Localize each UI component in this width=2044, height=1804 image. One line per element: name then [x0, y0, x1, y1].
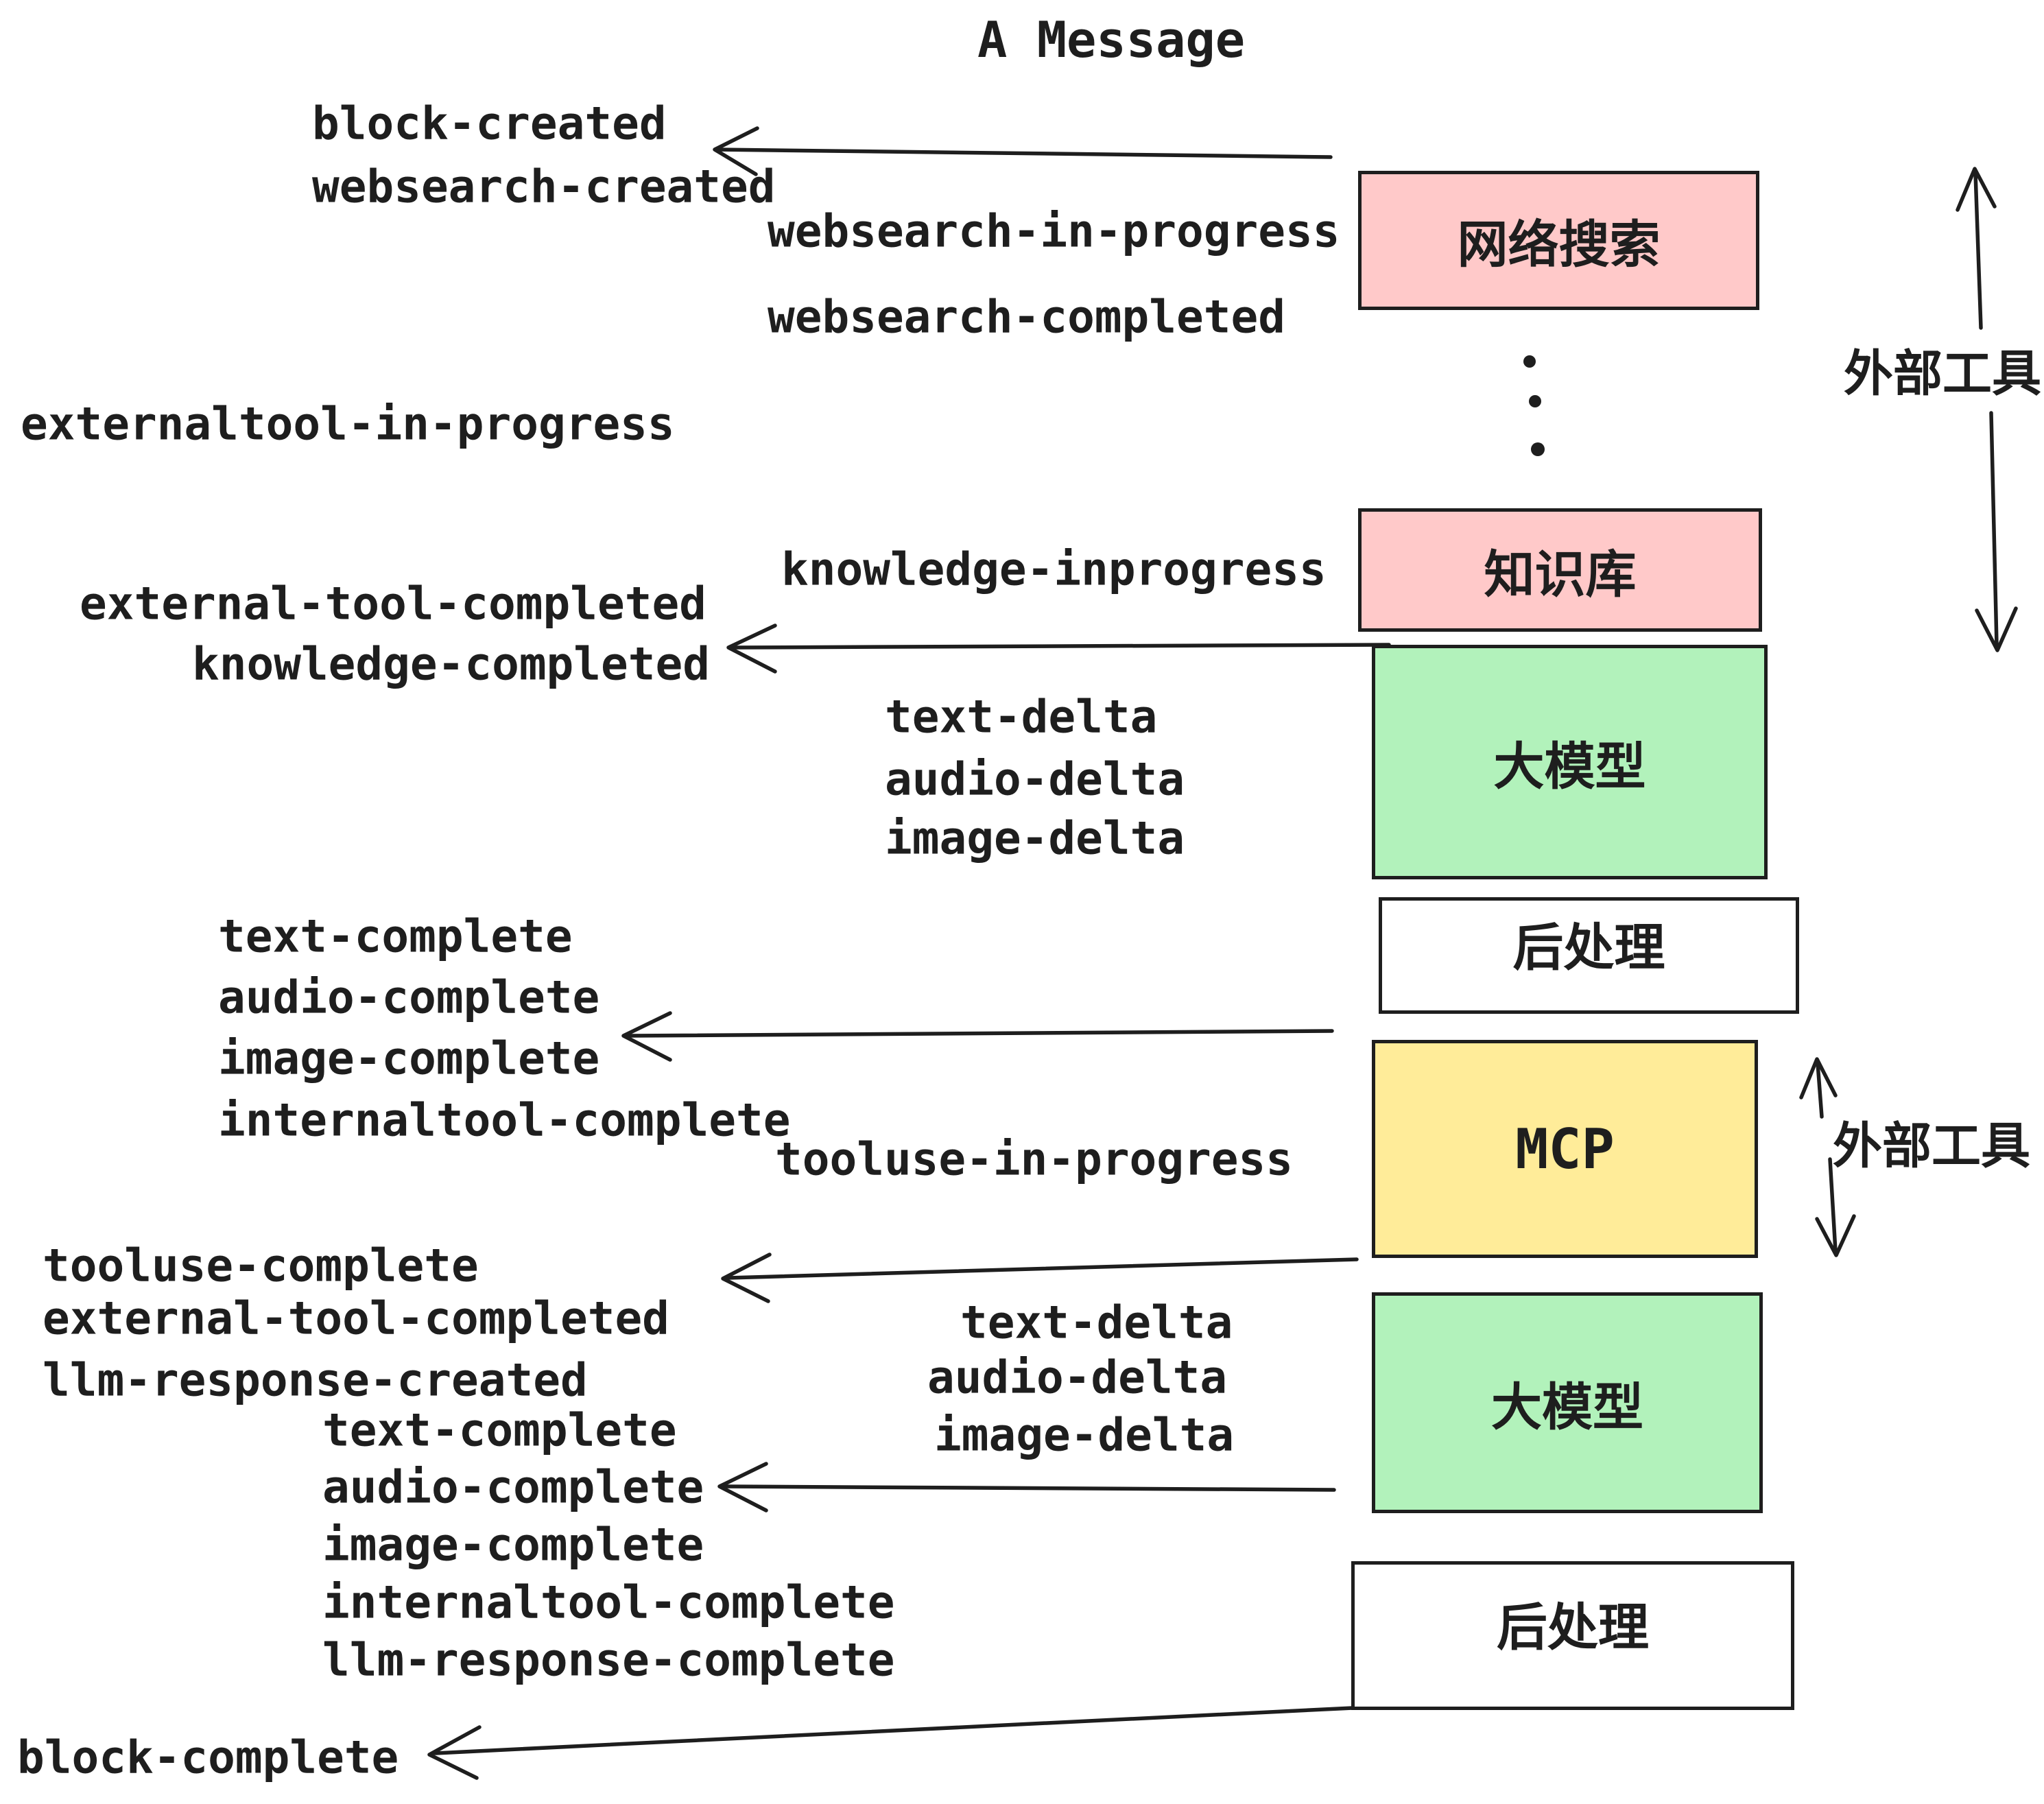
node-postprocess-2: 后处理 — [1351, 1561, 1794, 1710]
event-llm-response-complete: llm-response-complete — [322, 1633, 895, 1687]
event-tooluse-in-progress: tooluse-in-progress — [775, 1132, 1293, 1186]
event-externaltool-in-progress: externaltool-in-progress — [21, 397, 675, 451]
event-websearch-in-progress: websearch-in-progress — [768, 204, 1340, 258]
event-image-delta-2: image-delta — [934, 1408, 1235, 1462]
event-internaltool-complete-2: internaltool-complete — [322, 1576, 895, 1629]
diagram-title: A Message — [977, 11, 1246, 69]
event-audio-delta-1: audio-delta — [885, 752, 1185, 806]
node-mcp: MCP — [1372, 1040, 1758, 1258]
arrow-knowledge-completed-icon — [726, 624, 1391, 674]
event-llm-response-created: llm-response-created — [43, 1353, 588, 1407]
event-audio-complete-1: audio-complete — [218, 971, 600, 1024]
event-text-delta-1: text-delta — [885, 690, 1158, 744]
side-label-external-tools-mid: 外部工具 — [1833, 1119, 2031, 1174]
event-internaltool-complete-1: internaltool-complete — [218, 1093, 791, 1147]
external-tools-mid-up-arrow-icon — [1799, 1057, 1838, 1119]
side-label-external-tools-top: 外部工具 — [1844, 346, 2042, 402]
event-external-tool-completed-1: external-tool-completed — [80, 577, 706, 630]
event-block-created: block-created — [312, 97, 667, 150]
node-llm-1-label: 大模型 — [1493, 737, 1646, 795]
event-text-complete-2: text-complete — [322, 1403, 677, 1457]
node-websearch-label: 网络搜索 — [1457, 216, 1661, 273]
event-text-delta-2: text-delta — [960, 1296, 1233, 1349]
event-image-complete-2: image-complete — [322, 1518, 704, 1571]
ellipsis-dots-icon — [1523, 355, 1545, 456]
node-llm-2: 大模型 — [1372, 1292, 1763, 1513]
node-llm-2-label: 大模型 — [1491, 1378, 1643, 1436]
node-postprocess-1: 后处理 — [1379, 897, 1799, 1014]
node-postprocess-1-label: 后处理 — [1512, 918, 1665, 976]
arrow-audio-complete-icon — [717, 1462, 1336, 1512]
node-knowledge-base: 知识库 — [1358, 508, 1762, 632]
event-text-complete-1: text-complete — [218, 910, 573, 963]
event-tooluse-complete: tooluse-complete — [43, 1239, 479, 1292]
node-llm-1: 大模型 — [1372, 645, 1768, 879]
external-tools-top-down-arrow-icon — [1975, 411, 2018, 652]
external-tools-top-up-arrow-icon — [1956, 167, 1997, 330]
event-websearch-completed: websearch-completed — [768, 290, 1285, 344]
arrow-tooluse-complete-icon — [721, 1253, 1359, 1303]
event-knowledge-inprogress: knowledge-inprogress — [781, 543, 1327, 596]
event-image-complete-1: image-complete — [218, 1032, 600, 1085]
event-audio-complete-2: audio-complete — [322, 1460, 704, 1514]
event-audio-delta-2: audio-delta — [927, 1351, 1228, 1404]
event-block-complete: block-complete — [17, 1731, 399, 1784]
event-knowledge-completed: knowledge-completed — [192, 637, 710, 691]
node-knowledge-base-label: 知识库 — [1484, 545, 1637, 603]
node-postprocess-2-label: 后处理 — [1497, 1599, 1649, 1656]
event-external-tool-completed-2: external-tool-completed — [43, 1292, 669, 1345]
event-image-delta-1: image-delta — [885, 811, 1185, 865]
node-mcp-label: MCP — [1515, 1117, 1615, 1181]
arrow-image-complete-icon — [621, 1011, 1334, 1062]
arrow-block-created-icon — [713, 126, 1333, 176]
node-websearch: 网络搜索 — [1358, 171, 1759, 310]
event-websearch-created: websearch-created — [312, 160, 776, 213]
arrow-block-complete-icon — [427, 1706, 1355, 1780]
